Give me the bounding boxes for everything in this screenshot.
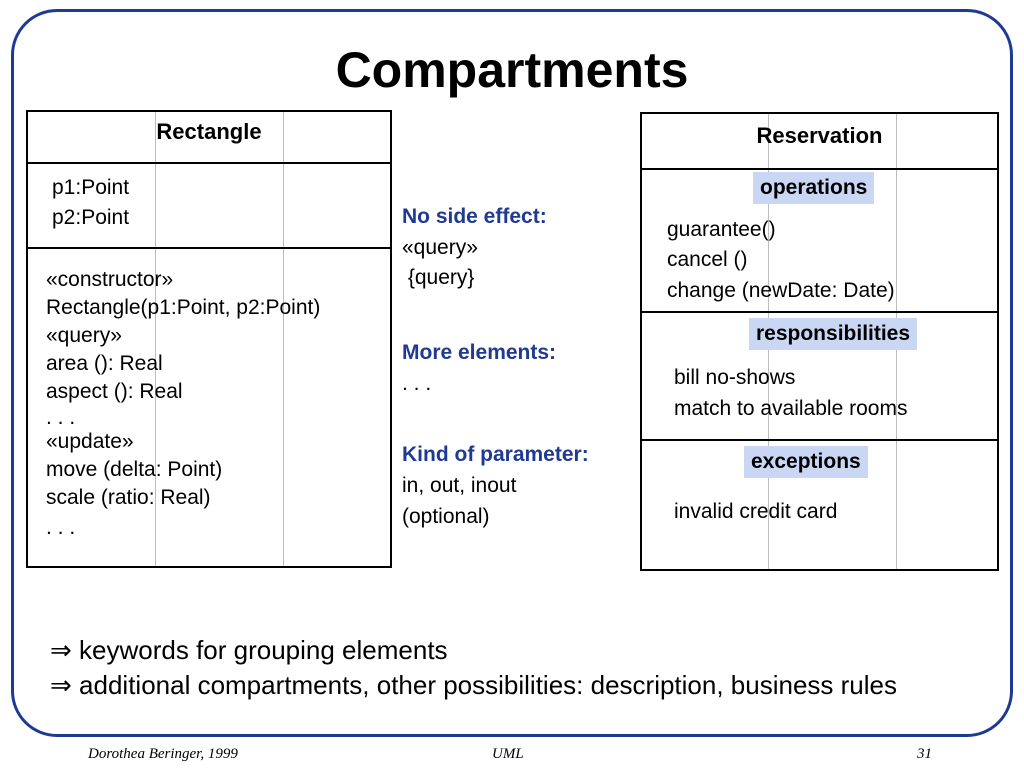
implies-symbol: ⇒	[50, 635, 72, 665]
class-name: Rectangle	[156, 119, 262, 144]
operation-line: «query»	[46, 324, 122, 347]
operation-line: move (delta: Point)	[46, 458, 223, 481]
responsibility-line: match to available rooms	[674, 397, 908, 420]
compartment-separator	[640, 168, 999, 170]
keyword-label: operations	[753, 172, 875, 204]
operation-line: change (newDate: Date)	[667, 279, 895, 302]
operation-line: . . .	[46, 516, 76, 539]
bullet-text: keywords for grouping elements	[79, 635, 448, 665]
attribute: p1:Point	[52, 176, 130, 199]
bullet-line: ⇒ additional compartments, other possibi…	[50, 668, 897, 702]
note-line: (optional)	[402, 505, 490, 528]
operation-line: aspect (): Real	[46, 380, 183, 403]
compartment-separator	[26, 247, 392, 249]
note-line: {query}	[402, 266, 475, 289]
class-name: Reservation	[756, 123, 883, 148]
operation-line: cancel ()	[667, 248, 748, 271]
operation-line: «update»	[46, 430, 134, 453]
keyword-label: exceptions	[744, 446, 868, 478]
implies-symbol: ⇒	[50, 670, 72, 700]
reservation-class-box: Reservation operations guarantee() cance…	[640, 112, 999, 571]
footer-author: Dorothea Beringer, 1999	[88, 746, 238, 762]
operation-line: «constructor»	[46, 268, 174, 291]
operation-line: area (): Real	[46, 352, 163, 375]
operation-line: guarantee()	[667, 218, 776, 241]
responsibility-line: bill no-shows	[674, 366, 796, 389]
operation-line: Rectangle(p1:Point, p2:Point)	[46, 296, 321, 319]
bullet-text: additional compartments, other possibili…	[79, 670, 897, 700]
compartment-separator	[26, 162, 392, 164]
attribute: p2:Point	[52, 206, 130, 229]
grid-line	[155, 112, 156, 566]
grid-line	[283, 112, 284, 566]
note-heading: Kind of parameter:	[402, 443, 589, 466]
note-line: . . .	[402, 372, 432, 395]
compartment-separator	[640, 439, 999, 441]
footer-page-number: 31	[917, 746, 932, 762]
operation-line: . . .	[46, 406, 76, 429]
keyword-label: responsibilities	[749, 318, 918, 350]
note-line: «query»	[402, 236, 478, 259]
bullet-line: ⇒ keywords for grouping elements	[50, 633, 448, 667]
note-heading: More elements:	[402, 341, 557, 364]
footer-subject: UML	[492, 746, 524, 762]
operation-line: scale (ratio: Real)	[46, 486, 211, 509]
slide-title: Compartments	[335, 42, 689, 98]
note-heading: No side effect:	[402, 205, 547, 228]
note-line: in, out, inout	[402, 474, 517, 497]
rectangle-class-box: Rectangle p1:Point p2:Point «constructor…	[26, 110, 392, 568]
exception-line: invalid credit card	[674, 500, 838, 523]
compartment-separator	[640, 311, 999, 313]
slide-frame	[11, 9, 1013, 737]
